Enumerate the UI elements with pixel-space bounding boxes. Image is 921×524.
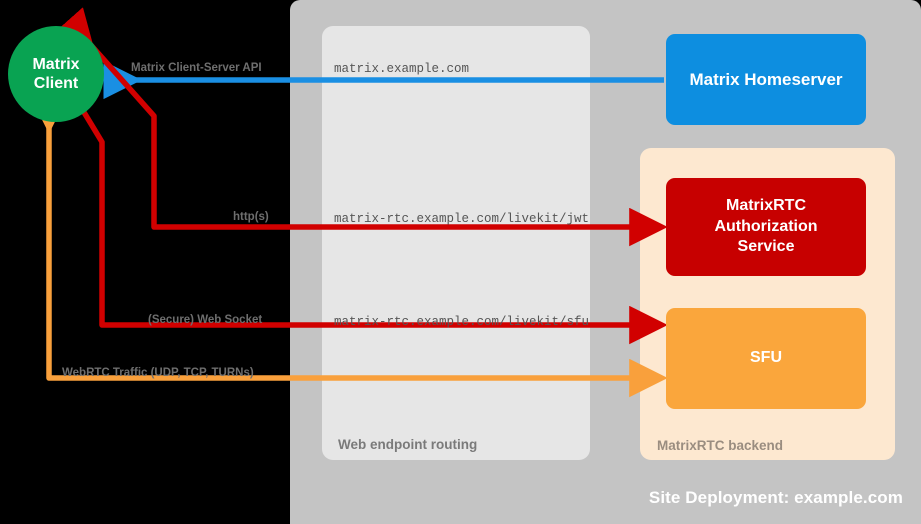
auth-service-label-line2: Authorization: [714, 217, 818, 235]
connection-label-web-socket: (Secure) Web Socket: [148, 314, 263, 326]
matrixrtc-backend-label: MatrixRTC backend: [657, 438, 784, 453]
node-matrix-homeserver[interactable]: Matrix Homeserver: [666, 34, 866, 125]
node-sfu[interactable]: SFU: [666, 308, 866, 409]
connection-label-https: http(s): [233, 211, 269, 223]
sfu-label: SFU: [750, 349, 782, 367]
web-endpoint-routing-label: Web endpoint routing: [338, 437, 478, 452]
matrix-client-label-line2: Client: [33, 75, 79, 92]
node-matrix-client[interactable]: Matrix Client: [8, 26, 104, 122]
url-livekit-sfu: matrix-rtc.example.com/livekit/sfu: [334, 315, 590, 329]
site-deployment-label: Site Deployment: example.com: [648, 488, 903, 507]
url-livekit-jwt: matrix-rtc.example.com/livekit/jwt: [334, 212, 590, 226]
auth-service-label-line3: Service: [737, 238, 795, 256]
auth-service-label-line1: MatrixRTC: [725, 197, 806, 215]
url-matrix-example-com: matrix.example.com: [334, 62, 470, 76]
connection-label-client-server-api: Matrix Client-Server API: [131, 62, 262, 74]
matrix-homeserver-label: Matrix Homeserver: [689, 69, 843, 89]
connection-label-webrtc-traffic: WebRTC Traffic (UDP, TCP, TURNs): [62, 367, 254, 379]
node-matrixrtc-authorization-service[interactable]: MatrixRTC Authorization Service: [666, 178, 866, 276]
matrix-client-label-line1: Matrix: [32, 55, 80, 73]
